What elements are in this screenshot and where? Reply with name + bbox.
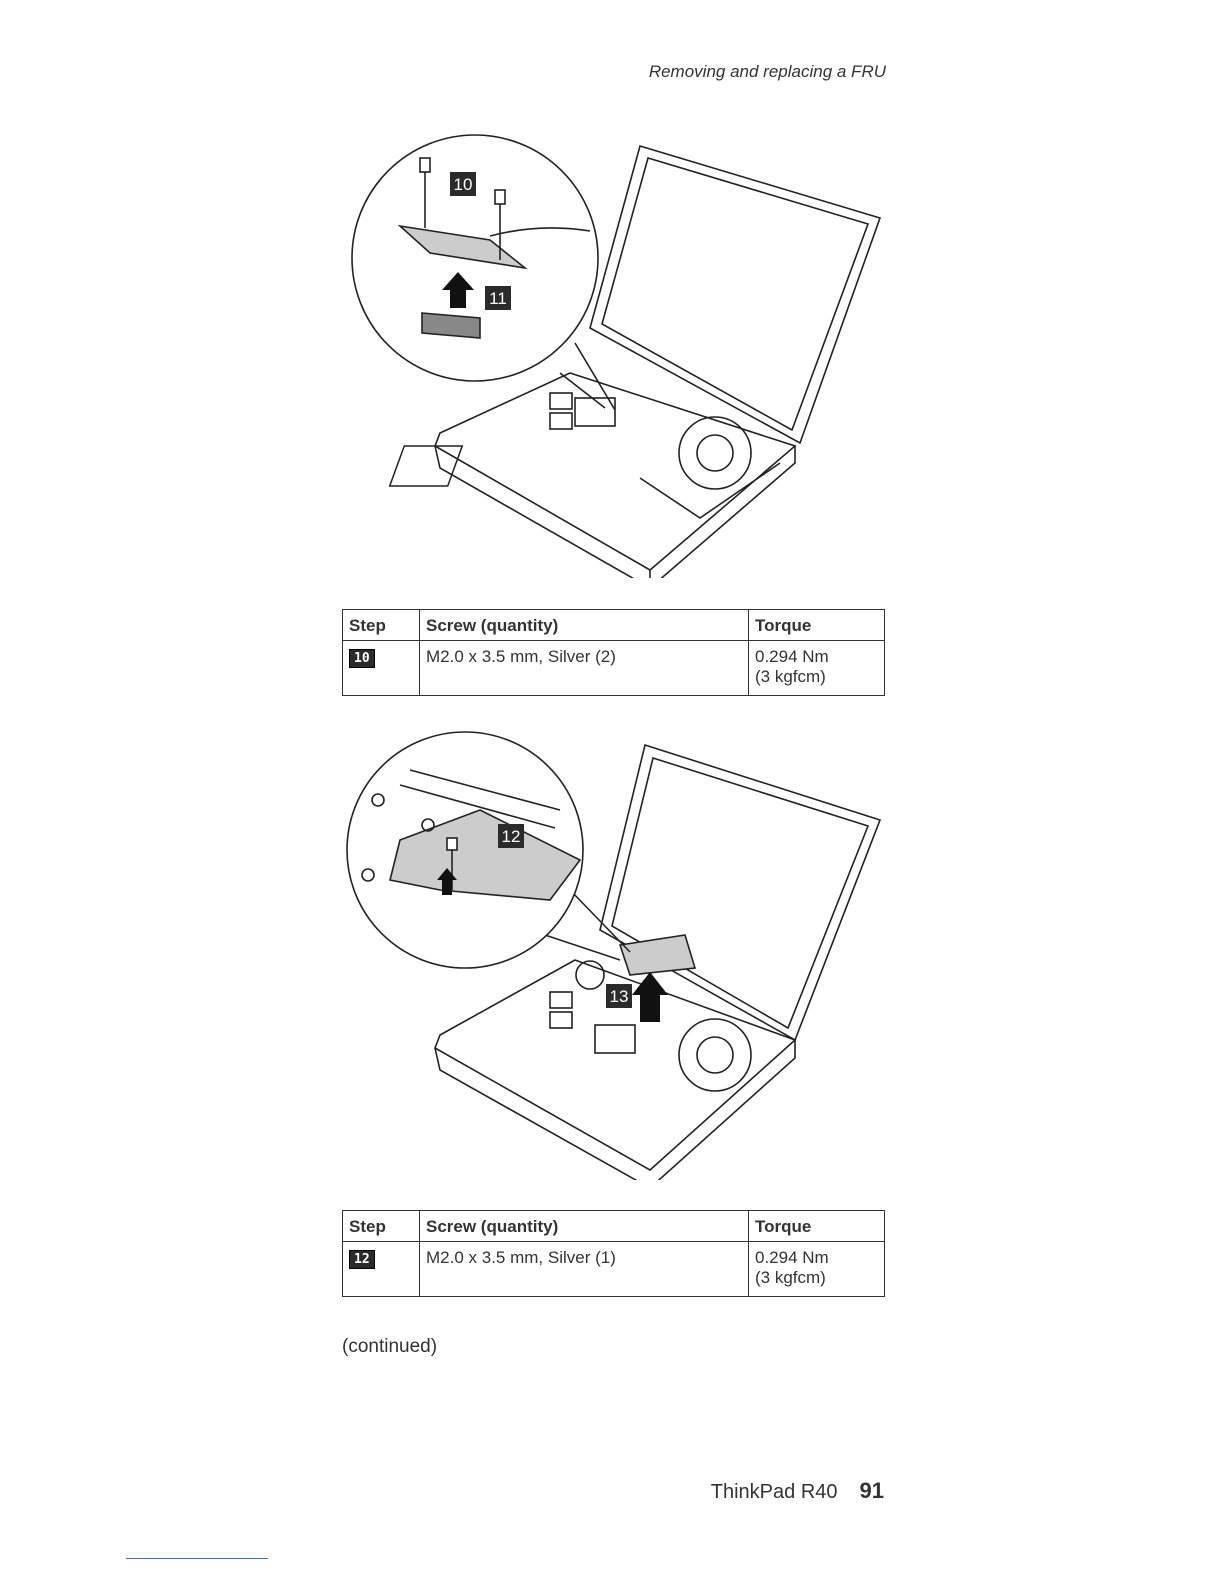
product-name: ThinkPad R40 — [711, 1481, 838, 1503]
screw-cell: M2.0 x 3.5 mm, Silver (1) — [420, 1242, 749, 1297]
callout-12: 12 — [502, 827, 521, 846]
header-step: Step — [343, 1211, 420, 1242]
page-number: 91 — [860, 1478, 884, 1503]
page-footer: ThinkPad R40 91 — [600, 1478, 884, 1504]
callout-13: 13 — [610, 987, 629, 1006]
screw-cell: M2.0 x 3.5 mm, Silver (2) — [420, 641, 749, 696]
screw-table-2: Step Screw (quantity) Torque 12 M2.0 x 3… — [342, 1210, 885, 1297]
table-row: 10 M2.0 x 3.5 mm, Silver (2) 0.294 Nm (3… — [343, 641, 885, 696]
figure-1-laptop-keyboard-removed: 10 11 — [340, 128, 900, 578]
header-step: Step — [343, 610, 420, 641]
header-torque: Torque — [749, 610, 885, 641]
header-screw: Screw (quantity) — [420, 1211, 749, 1242]
torque-cell: 0.294 Nm (3 kgfcm) — [749, 1242, 885, 1297]
step-badge: 10 — [349, 649, 375, 668]
callout-11: 11 — [489, 289, 507, 308]
step-badge: 12 — [349, 1250, 375, 1269]
table-row: 12 M2.0 x 3.5 mm, Silver (1) 0.294 Nm (3… — [343, 1242, 885, 1297]
figure-2-card-removal: 12 13 — [340, 730, 900, 1180]
header-screw: Screw (quantity) — [420, 610, 749, 641]
screw-table-1: Step Screw (quantity) Torque 10 M2.0 x 3… — [342, 609, 885, 696]
footnote-rule — [126, 1558, 268, 1559]
header-torque: Torque — [749, 1211, 885, 1242]
torque-cell: 0.294 Nm (3 kgfcm) — [749, 641, 885, 696]
running-head: Removing and replacing a FRU — [560, 62, 886, 82]
callout-10: 10 — [454, 175, 473, 194]
continued-note: (continued) — [342, 1336, 437, 1358]
